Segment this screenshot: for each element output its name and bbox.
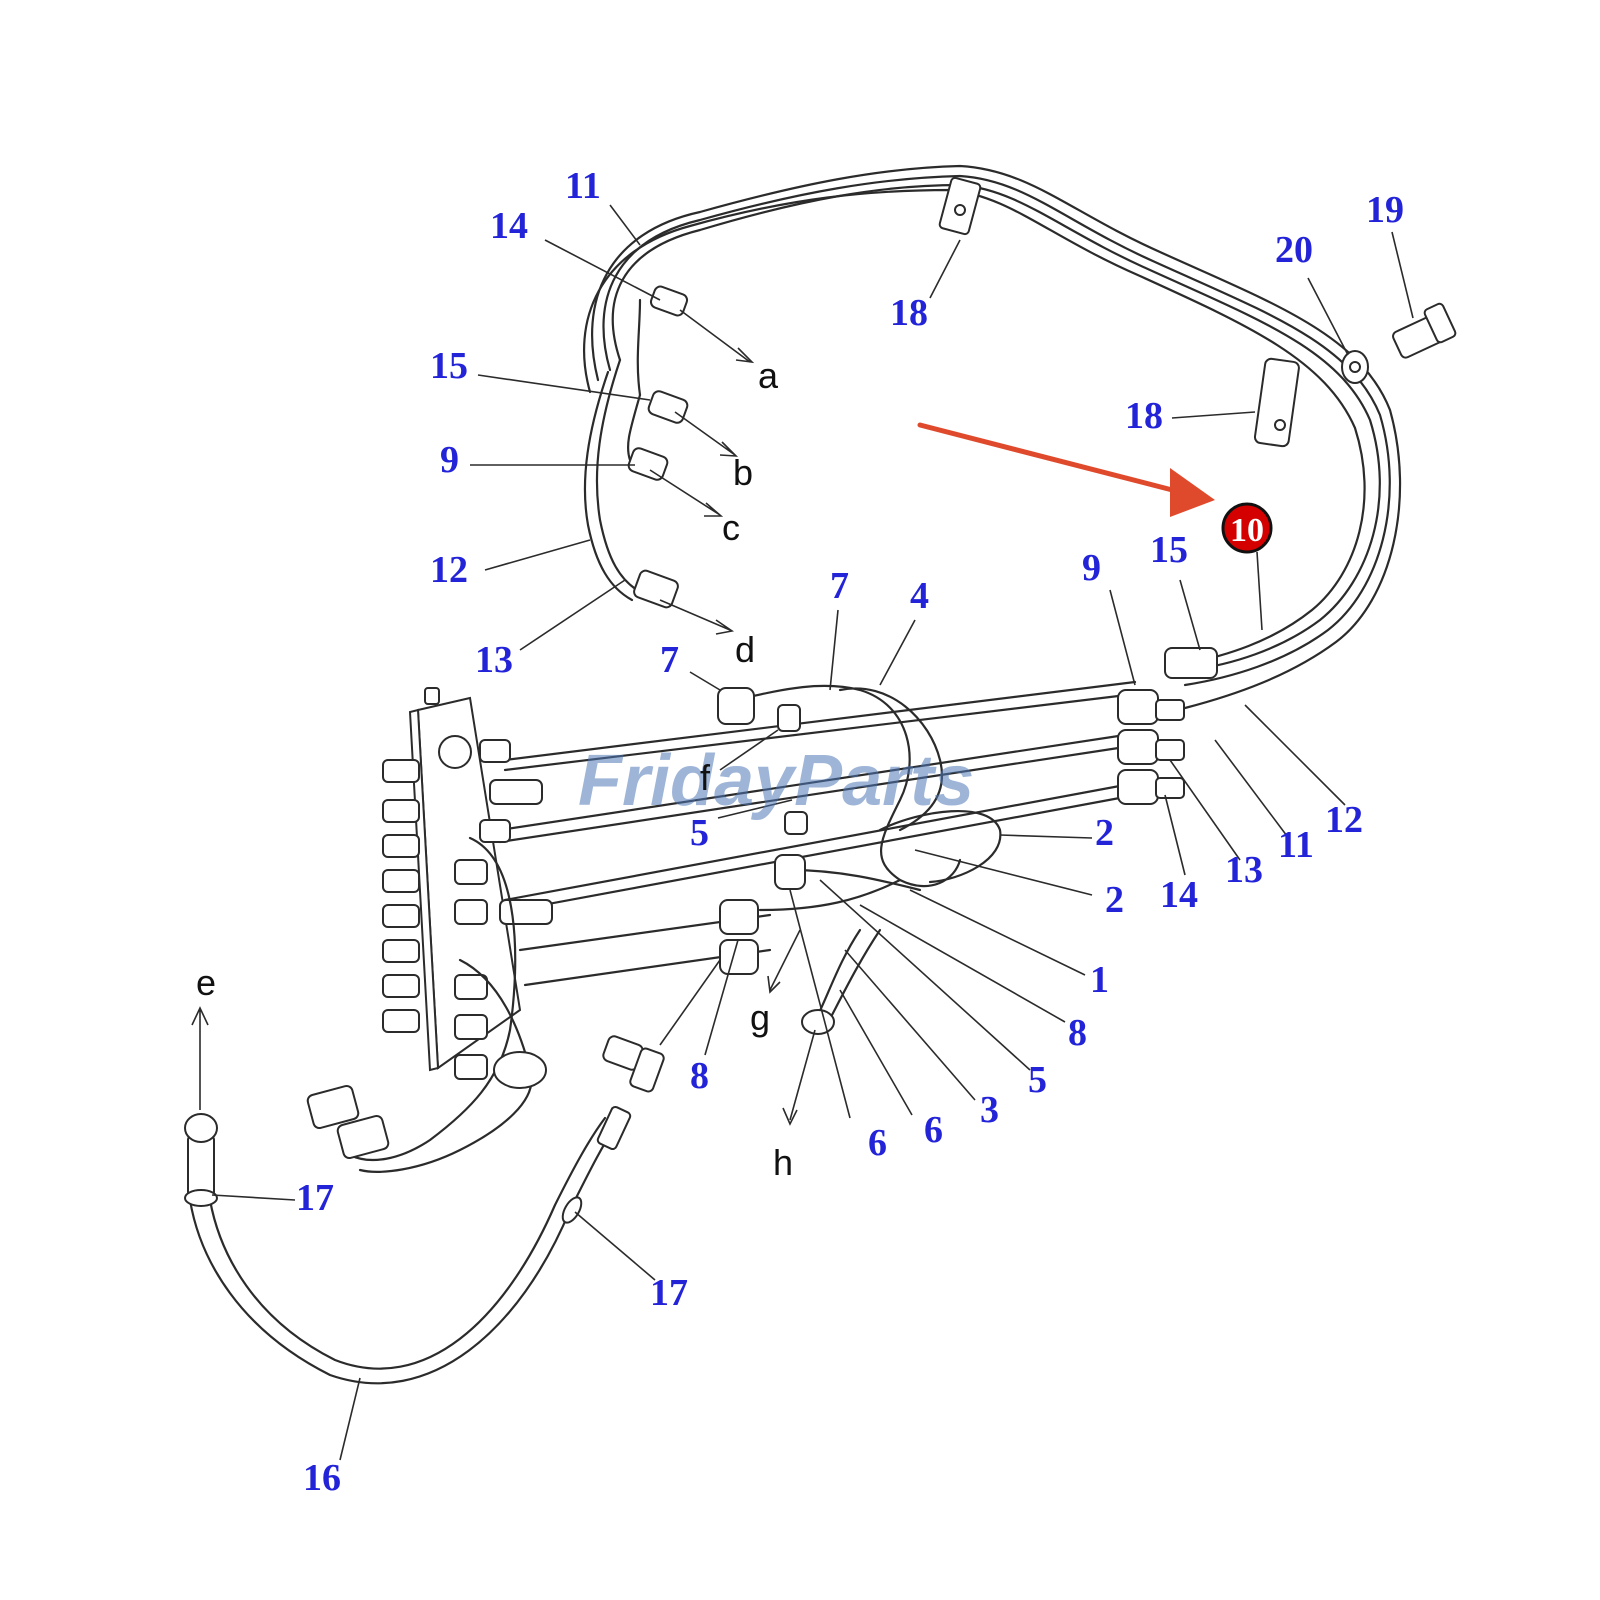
callout-19[interactable]: 19 xyxy=(1366,189,1404,231)
clamp-18-top xyxy=(938,176,982,236)
callout-12-right[interactable]: 12 xyxy=(1325,799,1363,841)
center-hoses xyxy=(602,684,1002,1093)
callout-11-right[interactable]: 11 xyxy=(1278,824,1314,866)
callout-16[interactable]: 16 xyxy=(303,1457,341,1499)
callout-13-right[interactable]: 13 xyxy=(1225,849,1263,891)
connector-label-f: f xyxy=(700,757,711,798)
callout-17-a[interactable]: 17 xyxy=(296,1177,334,1219)
callout-11-top[interactable]: 11 xyxy=(565,165,601,207)
callout-2-a[interactable]: 2 xyxy=(1095,812,1114,854)
connector-arrows xyxy=(191,309,816,1126)
callout-2-b[interactable]: 2 xyxy=(1105,879,1124,921)
callout-12-left[interactable]: 12 xyxy=(430,549,468,591)
callout-8-left[interactable]: 8 xyxy=(690,1055,709,1097)
highlighted-part-number: 10 xyxy=(1230,512,1264,549)
hose-16 xyxy=(184,1105,632,1385)
callout-14-right[interactable]: 14 xyxy=(1160,874,1198,916)
connector-labels: a b c d e f g h xyxy=(196,355,793,1183)
callout-6-b[interactable]: 6 xyxy=(924,1109,943,1151)
connector-label-d: d xyxy=(735,629,755,670)
callout-18-top[interactable]: 18 xyxy=(890,292,928,334)
callout-7-b[interactable]: 7 xyxy=(660,639,679,681)
callout-15-left[interactable]: 15 xyxy=(430,345,468,387)
callout-15-right[interactable]: 15 xyxy=(1150,529,1188,571)
callout-5-mid[interactable]: 5 xyxy=(690,812,709,854)
connector-label-e: e xyxy=(196,962,216,1003)
callout-8-right[interactable]: 8 xyxy=(1068,1012,1087,1054)
svg-text:FridayParts: FridayParts xyxy=(578,741,974,821)
connector-label-a: a xyxy=(758,355,779,396)
upper-pipe-bundle xyxy=(582,164,1402,710)
callout-3[interactable]: 3 xyxy=(980,1089,999,1131)
callout-20[interactable]: 20 xyxy=(1275,229,1313,271)
connector-label-c: c xyxy=(722,507,740,548)
connector-label-b: b xyxy=(733,452,753,493)
callout-4[interactable]: 4 xyxy=(910,575,929,617)
connector-label-g: g xyxy=(750,997,770,1038)
callout-18-right[interactable]: 18 xyxy=(1125,395,1163,437)
callout-5-low[interactable]: 5 xyxy=(1028,1059,1047,1101)
highlighted-part-10[interactable]: 10 xyxy=(1221,502,1273,554)
watermark-parts: Parts xyxy=(794,741,974,821)
watermark-friday: Friday xyxy=(578,741,798,821)
highlight-arrow xyxy=(917,422,1215,517)
callout-17-b[interactable]: 17 xyxy=(650,1272,688,1314)
callout-7-a[interactable]: 7 xyxy=(830,565,849,607)
connector-label-h: h xyxy=(773,1142,793,1183)
clamp-18-right xyxy=(1253,357,1300,448)
watermark-fridayparts: FridayParts xyxy=(578,741,974,821)
left-fittings xyxy=(627,285,689,609)
leader-lines xyxy=(211,204,1414,1461)
valve-block xyxy=(306,687,553,1173)
valve-block-ports xyxy=(382,739,553,1080)
right-fittings xyxy=(1117,647,1218,805)
bolt-and-washer xyxy=(1341,302,1457,384)
callout-6-a[interactable]: 6 xyxy=(868,1122,887,1164)
callout-9-left[interactable]: 9 xyxy=(440,439,459,481)
callout-13-left[interactable]: 13 xyxy=(475,639,513,681)
callout-9-right[interactable]: 9 xyxy=(1082,547,1101,589)
callout-14-top[interactable]: 14 xyxy=(490,205,528,247)
callout-1[interactable]: 1 xyxy=(1090,959,1109,1001)
main-horizontal-pipes xyxy=(498,680,1137,987)
part-callouts: 11 14 18 20 19 15 9 12 13 7 4 7 18 9 15 … xyxy=(296,165,1404,1499)
